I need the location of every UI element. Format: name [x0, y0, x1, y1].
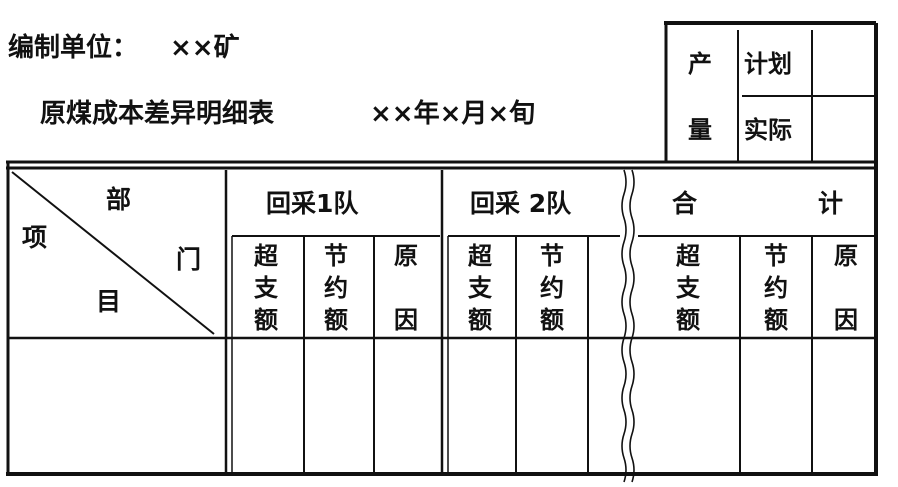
g1-col3-c1: 原 — [394, 242, 418, 270]
corner-item-1: 项 — [22, 223, 47, 252]
g1-col2-c1: 节 — [324, 242, 348, 270]
corner-item-2: 目 — [96, 287, 121, 316]
unit-value: ××矿 — [170, 32, 240, 63]
g3-col2-c3: 额 — [764, 306, 788, 334]
g2-col1-c1: 超 — [468, 242, 493, 270]
group-title-total-left: 合 — [672, 189, 698, 218]
output-label-top: 产 — [688, 50, 712, 78]
output-box — [664, 21, 878, 475]
g1-col1-c3: 额 — [254, 306, 278, 334]
g2-col1-c3: 额 — [468, 306, 492, 334]
form-period: ××年×月×旬 — [370, 98, 535, 129]
corner-dept-2: 门 — [176, 245, 201, 274]
g3-col1-c2: 支 — [676, 274, 701, 302]
g3-col1-c3: 额 — [676, 306, 700, 334]
group-title-team-1: 回采1队 — [266, 189, 359, 218]
g3-col3-c1: 原 — [834, 242, 858, 270]
output-plan-label: 计划 — [744, 50, 792, 78]
g2-col1-c2: 支 — [468, 274, 493, 302]
g3-col2-c2: 约 — [764, 274, 788, 302]
output-label-bottom: 量 — [688, 116, 712, 144]
g2-col2-c1: 节 — [540, 242, 564, 270]
g3-col3-c2: 因 — [834, 306, 858, 334]
corner-dept-1: 部 — [106, 185, 131, 214]
group-title-team-2: 回采 2队 — [470, 189, 572, 218]
form-title: 原煤成本差异明细表 — [40, 98, 275, 129]
g3-col1-c1: 超 — [676, 242, 701, 270]
g2-col2-c2: 约 — [540, 274, 564, 302]
g2-col2-c3: 额 — [540, 306, 564, 334]
g1-col1-c1: 超 — [254, 242, 279, 270]
g3-col2-c1: 节 — [764, 242, 788, 270]
g1-col2-c3: 额 — [324, 306, 348, 334]
g1-col2-c2: 约 — [324, 274, 348, 302]
group-title-total-right: 计 — [818, 189, 843, 218]
output-actual-label: 实际 — [744, 116, 792, 144]
g1-col3-c2: 因 — [394, 306, 418, 334]
table-grid — [6, 160, 878, 483]
g1-col1-c2: 支 — [254, 274, 279, 302]
unit-label: 编制单位： — [8, 32, 138, 63]
